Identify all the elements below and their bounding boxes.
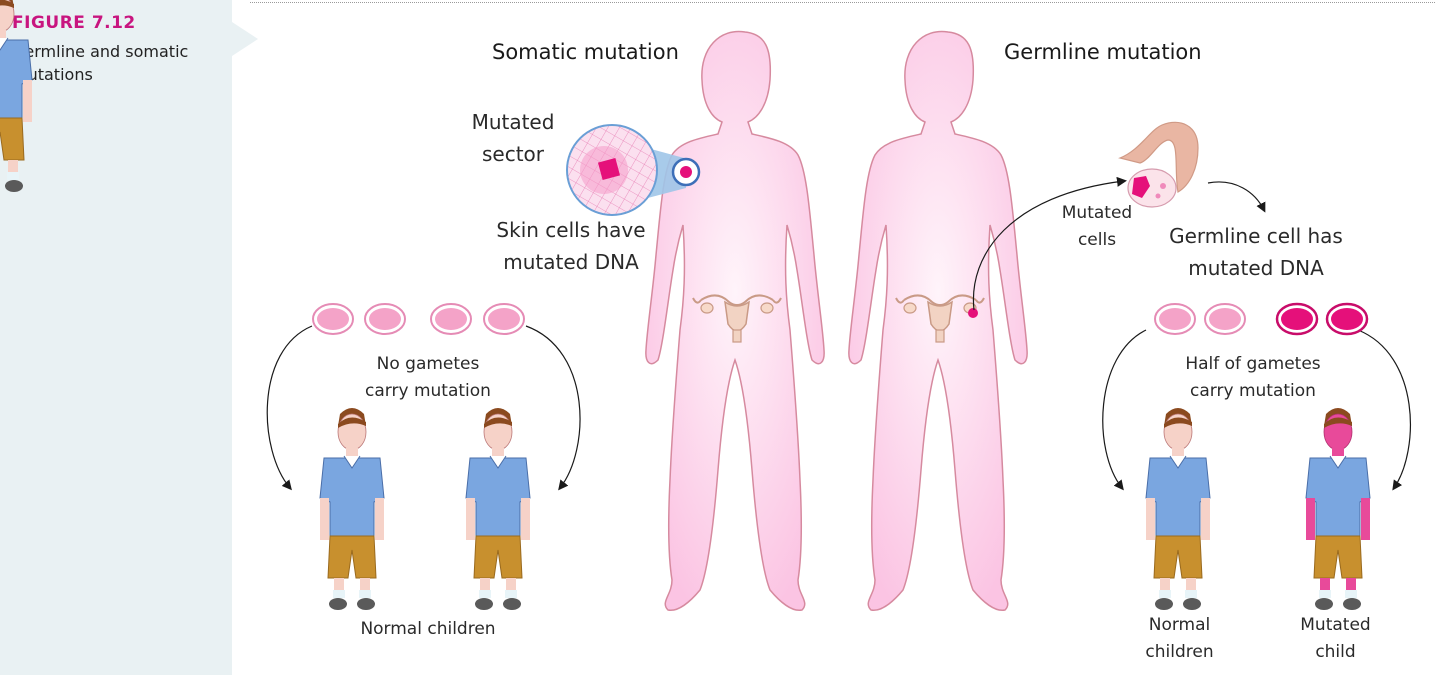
skin-cells-line-1: Skin cells have — [496, 218, 646, 242]
mutated-sector-magnifier — [566, 124, 701, 216]
germline-cell-line-2: mutated DNA — [1188, 256, 1324, 280]
germline-body-figure — [848, 30, 1028, 611]
normal-children-left-label: Normal children — [360, 619, 496, 639]
figure-number: FIGURE 7.12 — [12, 13, 136, 33]
diagram-arrows — [266, 176, 1412, 491]
half-gametes-line-1: Half of gametes — [1185, 354, 1321, 374]
germline-cell-label: Germline cell has mutated DNA — [1166, 220, 1346, 284]
mutated-child — [1305, 408, 1371, 610]
germline-ovary-magnified — [1118, 121, 1199, 208]
sidebar-pointer — [232, 22, 258, 56]
mutated-child-line-2: child — [1315, 642, 1356, 662]
top-rule — [250, 2, 1435, 3]
mutated-child-line-1: Mutated — [1300, 615, 1371, 635]
normal-children-right-label: Normal children — [1132, 612, 1227, 666]
skin-cells-line-2: mutated DNA — [503, 250, 639, 274]
normal-children-right-line-1: Normal — [1148, 615, 1211, 635]
mutated-cells-label: Mutated cells — [1052, 200, 1142, 254]
mutated-cells-line-2: cells — [1077, 230, 1117, 250]
mutated-sector-label: Mutated sector — [458, 106, 568, 170]
mutated-child-label: Mutated child — [1288, 612, 1383, 666]
figure-caption: Germline and somatic mutations — [12, 42, 189, 84]
no-gametes-label: No gametes carry mutation — [353, 351, 503, 405]
germline-cell-line-1: Germline cell has — [1169, 224, 1343, 248]
figure-sidebar: FIGURE 7.12 Germline and somatic mutatio… — [0, 0, 232, 675]
mutated-sector-line-2: sector — [481, 142, 545, 166]
no-gametes-line-2: carry mutation — [365, 381, 491, 401]
half-gametes-label: Half of gametes carry mutation — [1178, 351, 1328, 405]
mutated-cells-line-1: Mutated — [1061, 203, 1133, 223]
germline-mutation-title: Germline mutation — [1004, 40, 1202, 64]
gametes-normal-left — [312, 303, 525, 335]
somatic-body-figure — [645, 30, 825, 611]
no-gametes-line-1: No gametes — [376, 354, 480, 374]
gametes-right — [1154, 302, 1369, 336]
skin-cells-label: Skin cells have mutated DNA — [486, 214, 656, 278]
normal-child — [0, 0, 33, 192]
somatic-mutation-title: Somatic mutation — [492, 40, 679, 64]
mutated-sector-line-1: Mutated — [471, 110, 555, 134]
half-gametes-line-2: carry mutation — [1190, 381, 1316, 401]
normal-children-right-line-2: children — [1145, 642, 1214, 662]
